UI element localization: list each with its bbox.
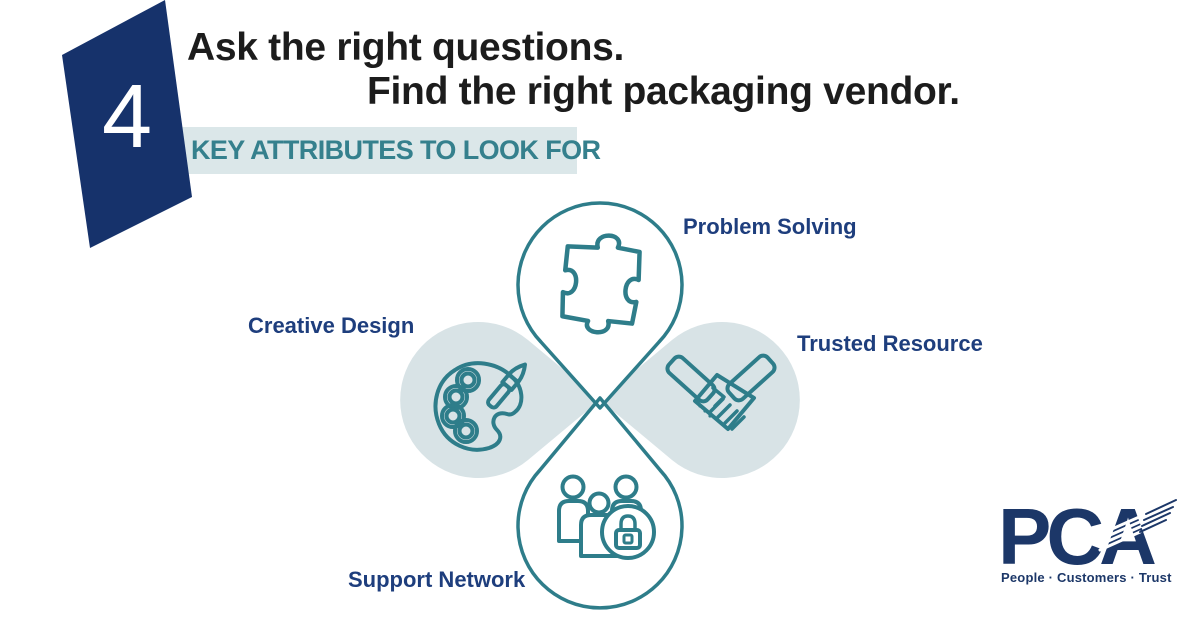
step-number: 4	[101, 67, 153, 167]
handshake-icon	[665, 353, 777, 431]
petal-bottom-outline	[516, 396, 684, 610]
step-badge-shape	[62, 0, 192, 248]
headline-line1: Ask the right questions.	[187, 26, 625, 69]
petal-top-outline	[516, 201, 684, 410]
logo-tagline: People · Customers · Trust	[1001, 570, 1172, 585]
headline-line2: Find the right packaging vendor.	[367, 70, 960, 113]
key-attributes-banner: KEY ATTRIBUTES TO LOOK FOR	[180, 127, 601, 174]
puzzle-icon	[560, 233, 642, 335]
label-support-network: Support Network	[348, 567, 526, 592]
label-creative-design: Creative Design	[248, 313, 415, 338]
key-attributes-label: KEY ATTRIBUTES TO LOOK FOR	[191, 135, 601, 165]
palette-icon	[433, 361, 527, 452]
label-problem-solving: Problem Solving	[683, 214, 857, 239]
people-lock-icon	[557, 474, 656, 560]
pca-logo: PCA	[998, 492, 1177, 581]
label-trusted-resource: Trusted Resource	[797, 331, 983, 356]
speed-lines-icon	[1098, 499, 1177, 552]
